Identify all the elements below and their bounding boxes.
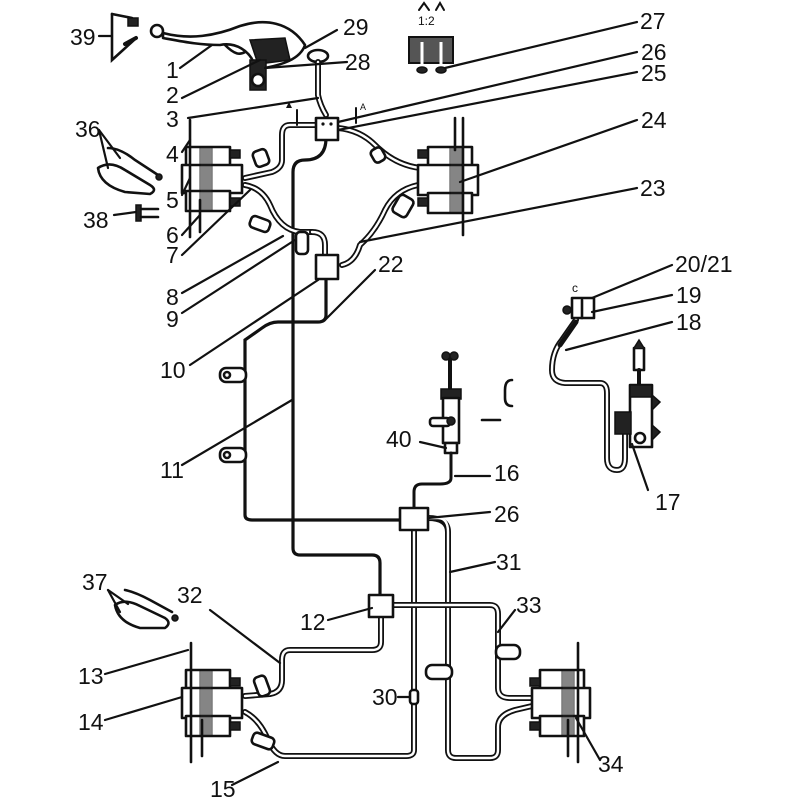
callout-39: 39 [70,24,96,50]
callout-9: 9 [166,306,179,332]
callout-7: 7 [166,242,179,268]
callout-10: 10 [160,357,186,383]
callout-33: 33 [516,592,542,618]
callout-27: 27 [640,8,666,34]
callout-36: 36 [75,116,101,142]
junction-block-12 [367,593,395,619]
callout-37: 37 [82,569,108,595]
callout-29: 29 [343,14,369,40]
hose-clips-upper [248,146,415,256]
rear-master-cylinder-40 [412,351,462,512]
lever-bracket-39 [110,12,139,63]
pad-pin-38 [135,204,160,222]
callout-18: 18 [676,309,702,335]
caliper-front-left [180,118,244,239]
callout-14: 14 [78,709,104,735]
callout-40: 40 [386,426,412,452]
marker-a: A [360,102,366,112]
mounting-bolt-27 [408,0,454,74]
callout-23: 23 [640,175,666,201]
caliper-front-right [416,116,480,237]
callout-labels: 39 1 2 3 4 5 6 7 8 9 10 11 36 38 29 28 2… [70,8,733,800]
callout-34: 34 [598,751,624,777]
callout-19: 19 [676,282,702,308]
callout-12: 12 [300,609,326,635]
callout-24: 24 [641,107,667,133]
callout-6: 6 [166,222,179,248]
callout-22: 22 [378,251,404,277]
upper-brake-lines [242,59,423,597]
callout-11: 11 [160,457,184,483]
callout-13: 13 [78,663,104,689]
callout-26-mid: 26 [494,501,520,527]
brake-pads-rear [113,588,179,630]
callout-16: 16 [494,460,520,486]
callout-5: 5 [166,187,179,213]
caliper-rear-right [529,641,592,764]
junction-block-middle [314,253,340,281]
callout-32: 32 [177,582,203,608]
rear-reservoir-assembly: c [549,281,662,473]
callout-30: 30 [372,684,398,710]
junction-block-26-mid [398,506,430,532]
callout-1: 1 [166,57,179,83]
hose-clips-line-11 [218,366,248,464]
callout-20-21: 20/21 [675,251,733,277]
callout-38: 38 [83,207,109,233]
leader-lines [97,20,674,787]
callout-25: 25 [641,60,667,86]
callout-28: 28 [345,49,371,75]
direction-marks: A [286,102,366,126]
hose-clips-lower [250,643,522,751]
torque-mark: 1:2 [418,14,435,28]
junction-block-upper [314,116,340,142]
bracket-mark [480,378,514,422]
callout-17: 17 [655,489,681,515]
brake-pads-front-left [96,146,163,196]
lower-brake-lines [242,515,535,761]
callout-2: 2 [166,82,179,108]
callout-4: 4 [166,141,179,167]
letter-c: c [572,281,578,295]
callout-26-top: 26 [641,39,667,65]
callout-15: 15 [210,776,236,800]
callout-3: 3 [166,106,179,132]
callout-31: 31 [496,549,522,575]
callout-8: 8 [166,284,179,310]
caliper-rear-left [180,641,244,764]
